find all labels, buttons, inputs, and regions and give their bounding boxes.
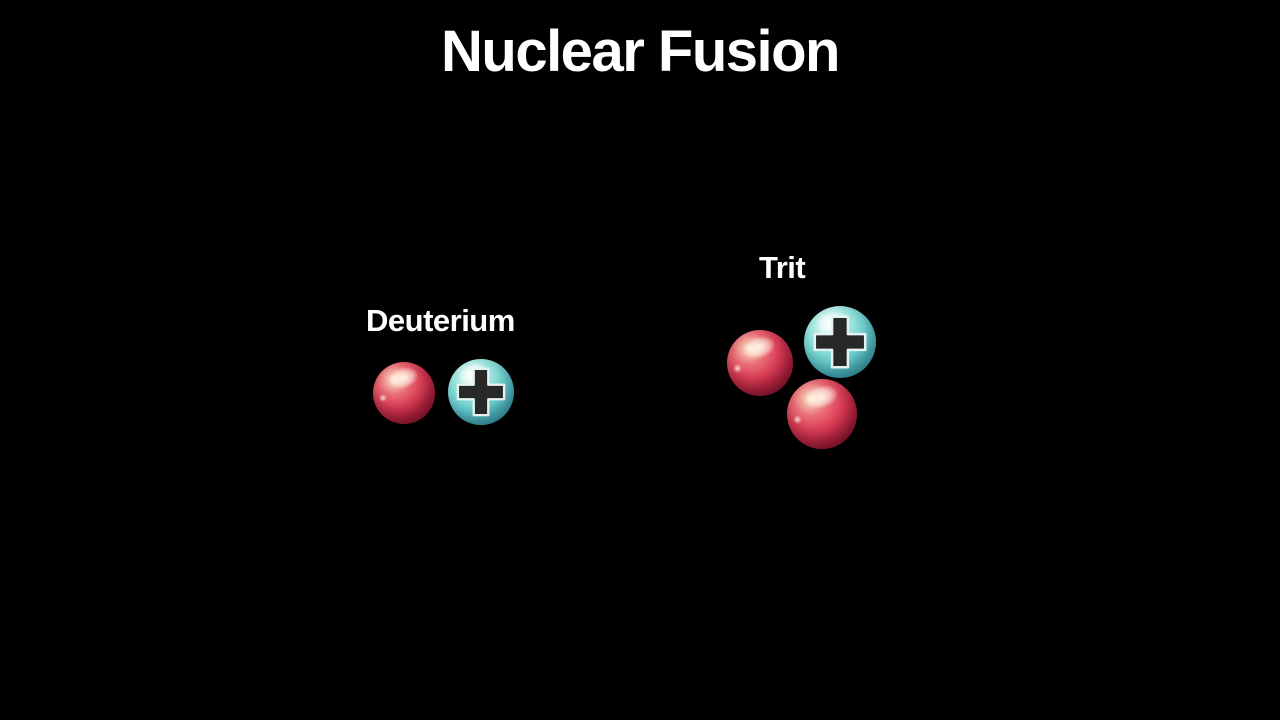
tritium-neutron-1-sphere [727, 330, 793, 396]
deuterium-neutron-sphere [373, 362, 435, 424]
tritium-neutron-2-sphere [787, 379, 857, 449]
deuterium-label: Deuterium [366, 303, 515, 338]
plus-icon [813, 315, 867, 369]
page-title: Nuclear Fusion [441, 19, 840, 84]
plus-icon [456, 367, 506, 417]
tritium-label: Trit [759, 250, 806, 285]
deuterium-proton-sphere [448, 359, 514, 425]
tritium-proton-sphere [804, 306, 876, 378]
